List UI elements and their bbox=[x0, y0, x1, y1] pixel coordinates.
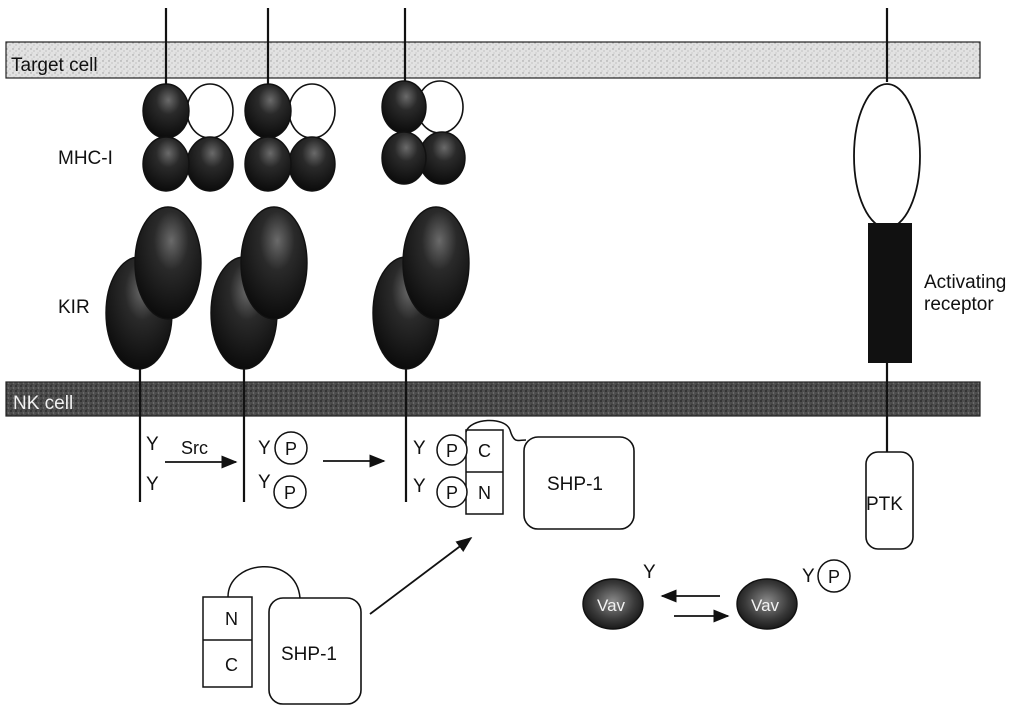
ptk-label: PTK bbox=[866, 494, 903, 515]
shp1-label-free: SHP-1 bbox=[281, 644, 337, 665]
free-n-domain-label: N bbox=[225, 609, 238, 629]
vav-phosphorylated: Vav Y P bbox=[737, 560, 850, 629]
itim-stage-2: Y P Y P bbox=[258, 432, 384, 508]
kir-receptor-2 bbox=[211, 207, 307, 369]
kir-receptor-1 bbox=[106, 207, 201, 369]
mhc-i-label: MHC-I bbox=[58, 148, 113, 169]
target-cell-label: Target cell bbox=[11, 55, 98, 76]
activating-receptor-label-line1: Activating bbox=[924, 272, 1006, 293]
phosphate-label: P bbox=[446, 441, 458, 461]
phosphate-label: P bbox=[285, 439, 297, 459]
vav-label: Vav bbox=[751, 596, 780, 615]
activating-receptor-label-line2: receptor bbox=[924, 294, 994, 315]
tyrosine-residue: Y bbox=[802, 566, 815, 587]
phosphate-label: P bbox=[446, 483, 458, 503]
tyrosine-residue: Y bbox=[146, 474, 159, 495]
phosphate-label: P bbox=[828, 567, 840, 587]
mhc-i-complex-1 bbox=[143, 84, 233, 191]
shp1-recruitment-arrow bbox=[370, 538, 471, 614]
phosphate-label: P bbox=[284, 483, 296, 503]
itim-stage-3: Y Y C N P P SHP-1 bbox=[413, 420, 634, 529]
kir-label: KIR bbox=[58, 297, 90, 318]
tyrosine-residue: Y bbox=[258, 472, 271, 493]
tyrosine-residue: Y bbox=[413, 438, 426, 459]
free-c-domain-label: C bbox=[225, 655, 238, 675]
ptk-kinase: PTK bbox=[866, 452, 913, 549]
nk-cell-label: NK cell bbox=[13, 393, 73, 414]
tyrosine-residue: Y bbox=[643, 562, 656, 583]
tyrosine-residue: Y bbox=[146, 434, 159, 455]
src-kinase-label: Src bbox=[181, 438, 208, 458]
vav-label: Vav bbox=[597, 596, 626, 615]
shp1-free: N C SHP-1 bbox=[203, 567, 361, 704]
sh2-n-domain-label: N bbox=[478, 483, 491, 503]
vav-unphosphorylated: Vav Y bbox=[583, 562, 656, 629]
tyrosine-residue: Y bbox=[413, 476, 426, 497]
itim-stage-1: Y Y Src bbox=[146, 434, 236, 495]
mhc-i-complex-3 bbox=[382, 81, 465, 184]
tyrosine-residue: Y bbox=[258, 438, 271, 459]
target-cell-membrane: Target cell bbox=[6, 42, 980, 78]
mhc-i-complex-2 bbox=[245, 84, 335, 191]
kir-receptor-3 bbox=[373, 207, 469, 369]
nk-cell-membrane: NK cell bbox=[6, 382, 980, 416]
sh2-c-domain-label: C bbox=[478, 441, 491, 461]
shp1-label-bound: SHP-1 bbox=[547, 474, 603, 495]
